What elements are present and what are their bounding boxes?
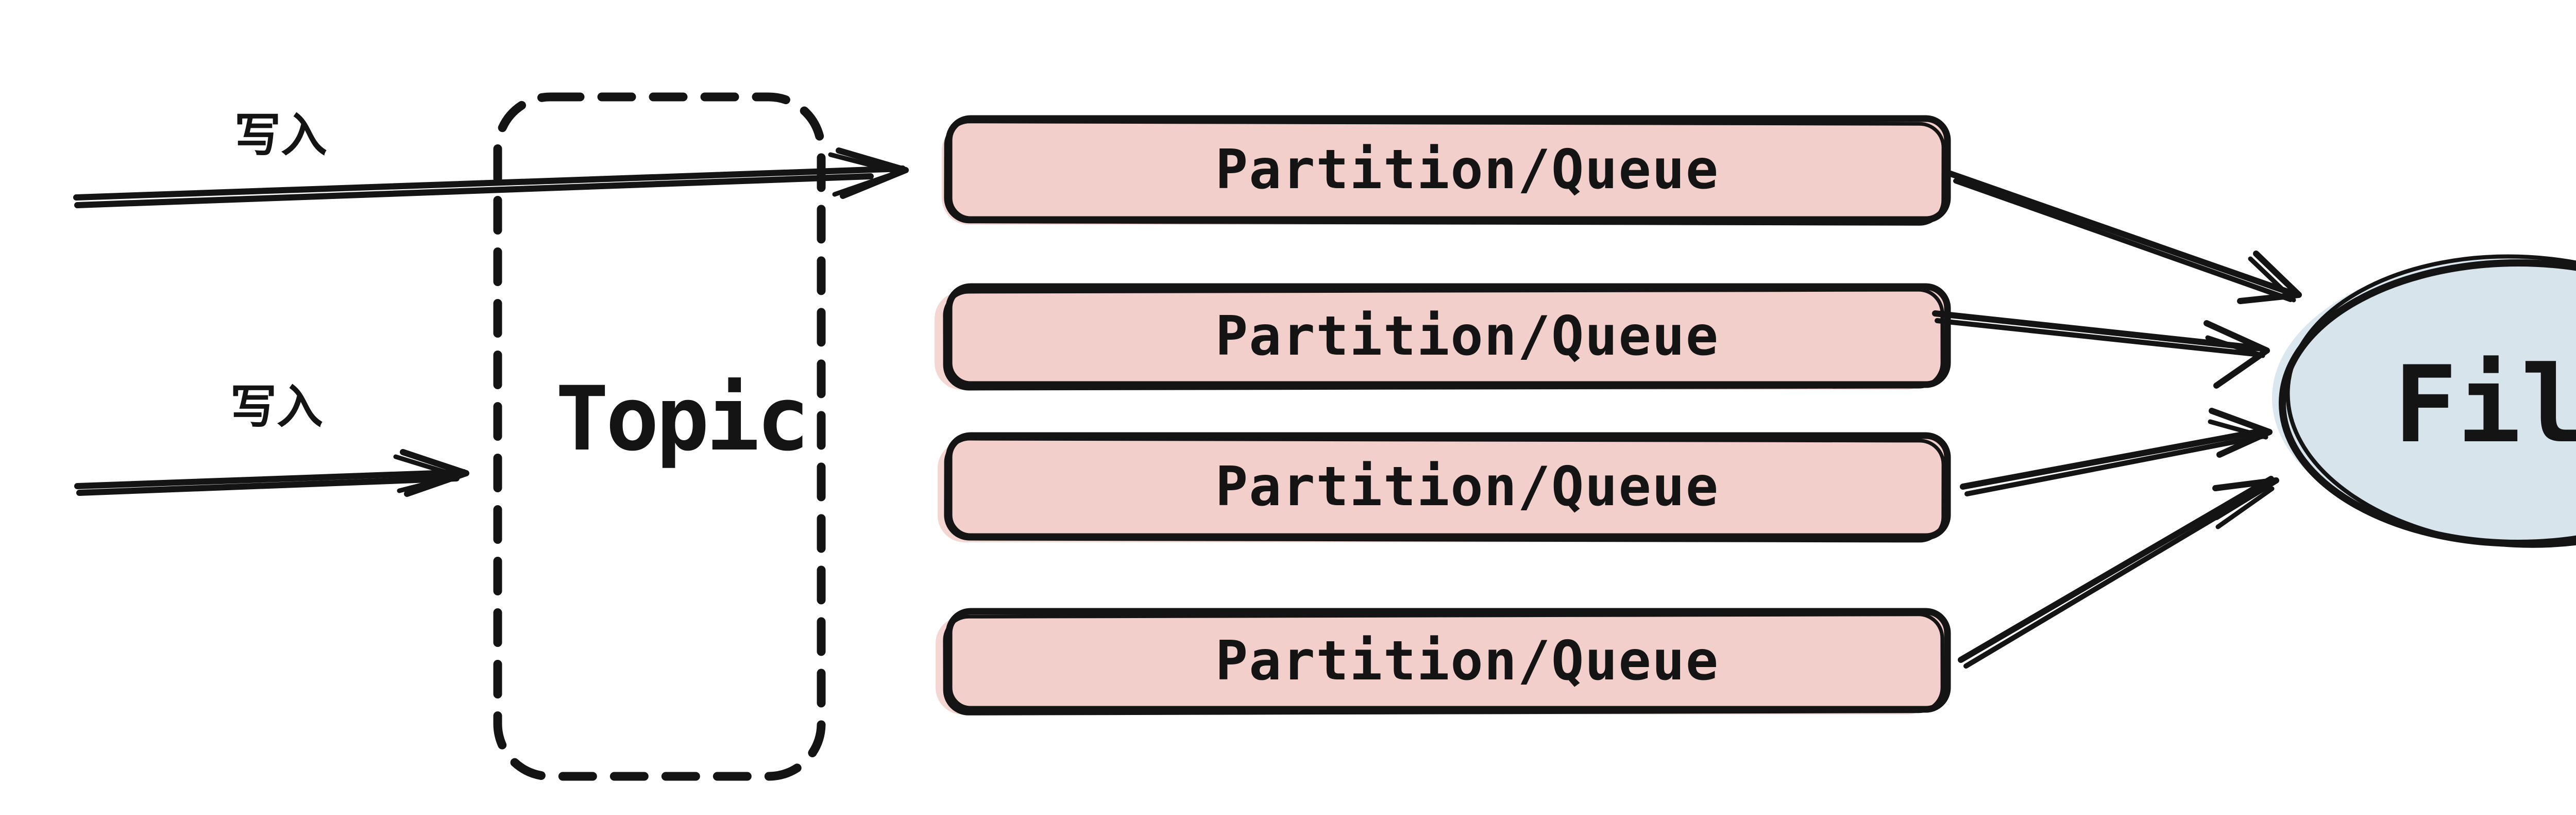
write-label-bottom: 写入	[230, 380, 323, 434]
partition-box-4: Partition/Queue	[936, 608, 1951, 716]
write-label-top: 写入	[234, 108, 327, 162]
arrow-partition3-file	[1960, 408, 2273, 496]
arrow-partition4-file	[1958, 476, 2279, 669]
arrow-partition1-file	[1947, 171, 2302, 304]
partition-label: Partition/Queue	[1215, 138, 1719, 201]
partition-box-2: Partition/Queue	[935, 283, 1951, 391]
partition-box-1: Partition/Queue	[942, 115, 1951, 226]
file-label: File	[2394, 344, 2576, 467]
arrow-partition2-file	[1932, 310, 2270, 389]
partition-label: Partition/Queue	[1215, 305, 1719, 368]
partition-label: Partition/Queue	[1215, 629, 1719, 692]
partition-label: Partition/Queue	[1215, 455, 1719, 518]
write-arrow-top	[73, 147, 909, 208]
file-node: File	[2272, 254, 2576, 548]
topic-box: Topic	[493, 92, 826, 781]
partition-box-3: Partition/Queue	[938, 432, 1951, 543]
write-arrow-bottom	[74, 449, 469, 497]
topic-label: Topic	[555, 367, 807, 471]
